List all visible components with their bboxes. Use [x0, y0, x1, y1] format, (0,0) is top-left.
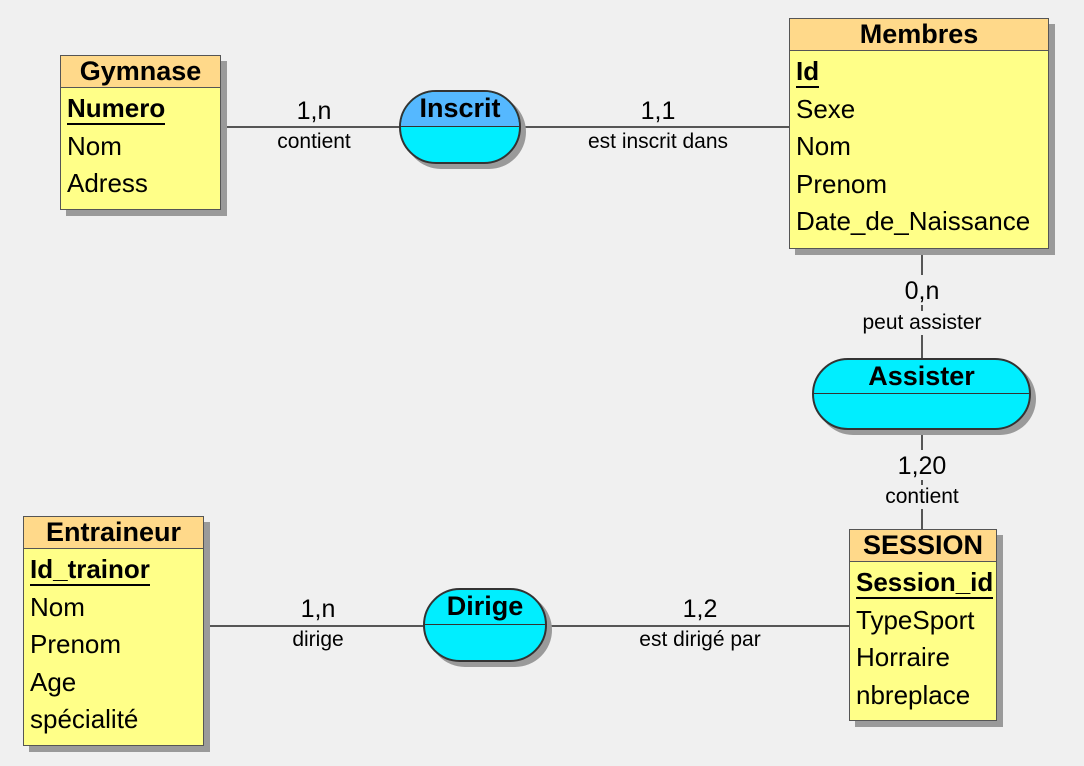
entity-entraineur-title: Entraineur	[24, 517, 203, 549]
relation-inscrit[interactable]: Inscrit	[399, 90, 521, 164]
entity-entraineur-key: Id_trainor	[30, 554, 150, 586]
relation-dirige[interactable]: Dirige	[423, 588, 547, 662]
entity-membres-attr: Sexe	[796, 93, 856, 124]
entity-session-attr: TypeSport	[856, 604, 975, 635]
entity-entraineur-attr: Nom	[30, 591, 85, 622]
entity-membres-attr: Nom	[796, 131, 851, 161]
cardinality-gymnase-inscrit: 1,n	[290, 95, 338, 125]
entity-entraineur-attr: spécialité	[30, 704, 139, 734]
role-assister-session: contient	[879, 485, 965, 509]
role-entraineur-dirige: dirige	[286, 628, 350, 652]
entity-session-attr: nbreplace	[856, 679, 971, 710]
role-inscrit-membres: est inscrit dans	[581, 130, 735, 154]
entity-entraineur-attr: Age	[30, 666, 77, 697]
relation-inscrit-title: Inscrit	[401, 92, 519, 127]
entity-membres[interactable]: Membres Id Sexe Nom Prenom Date_de_Naiss…	[789, 18, 1049, 249]
entity-entraineur-attr: Prenom	[30, 629, 122, 659]
relation-dirige-title: Dirige	[425, 590, 545, 625]
entity-gymnase-attr: Adress	[67, 168, 148, 198]
role-gymnase-inscrit: contient	[271, 130, 357, 154]
entity-gymnase-attr: Nom	[67, 130, 122, 161]
entity-session-attr: Horraire	[856, 642, 950, 672]
cardinality-membres-assister: 0,n	[898, 275, 946, 305]
entity-gymnase-title: Gymnase	[61, 56, 220, 88]
entity-session-title: SESSION	[850, 530, 996, 562]
role-membres-assister: peut assister	[856, 311, 988, 335]
entity-session-key: Session_id	[856, 567, 994, 599]
entity-entraineur[interactable]: Entraineur Id_trainor Nom Prenom Age spé…	[23, 516, 204, 746]
entity-membres-attr: Prenom	[796, 168, 888, 199]
entity-membres-key: Id	[796, 56, 820, 88]
entity-gymnase-key: Numero	[67, 93, 166, 125]
cardinality-dirige-session: 1,2	[676, 593, 724, 623]
entity-session[interactable]: SESSION Session_id TypeSport Horraire nb…	[849, 529, 997, 721]
entity-gymnase[interactable]: Gymnase Numero Nom Adress	[60, 55, 221, 210]
relation-assister[interactable]: Assister	[812, 358, 1031, 430]
cardinality-entraineur-dirige: 1,n	[294, 593, 342, 623]
entity-membres-title: Membres	[790, 19, 1048, 51]
role-dirige-session: est dirigé par	[633, 628, 767, 652]
entity-membres-attr: Date_de_Naissance	[796, 206, 1031, 236]
cardinality-assister-session: 1,20	[891, 450, 953, 480]
relation-assister-title: Assister	[814, 360, 1029, 394]
cardinality-inscrit-membres: 1,1	[634, 95, 682, 125]
